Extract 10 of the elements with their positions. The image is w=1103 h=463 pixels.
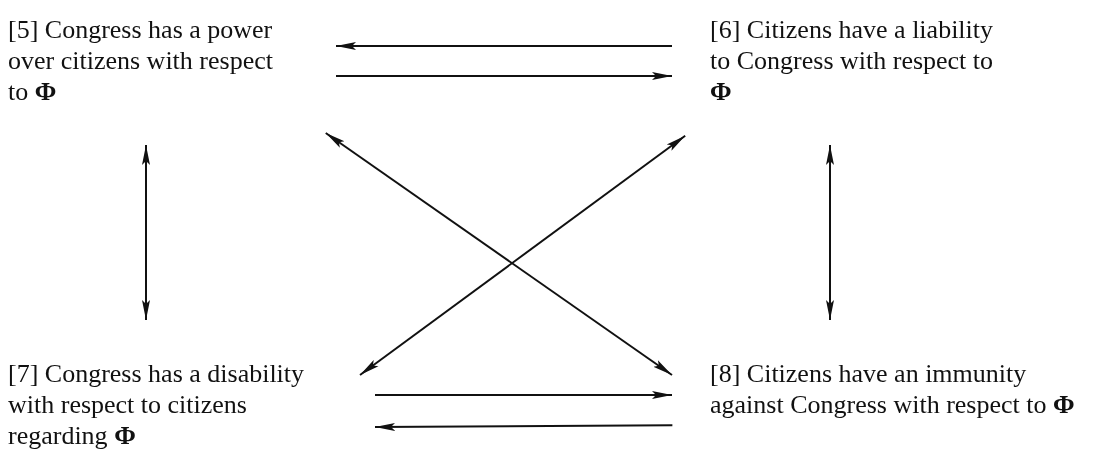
node-text: [8] Citizens have an immunity against Congress with respect to Φ (710, 358, 1076, 420)
node-text: [7] Congress has a disability with respect to citizens regarding Φ (8, 358, 306, 451)
node-text: [6] Citizens have a liability to Congress with respect to Φ (710, 14, 995, 107)
arrow (335, 72, 673, 80)
node-text: [5] Congress has a power over citizens with respect to Φ (8, 14, 274, 107)
arrow (826, 144, 834, 321)
arrow (374, 422, 674, 431)
arrow (142, 144, 150, 321)
arrow (374, 391, 673, 399)
arrow (335, 42, 673, 50)
